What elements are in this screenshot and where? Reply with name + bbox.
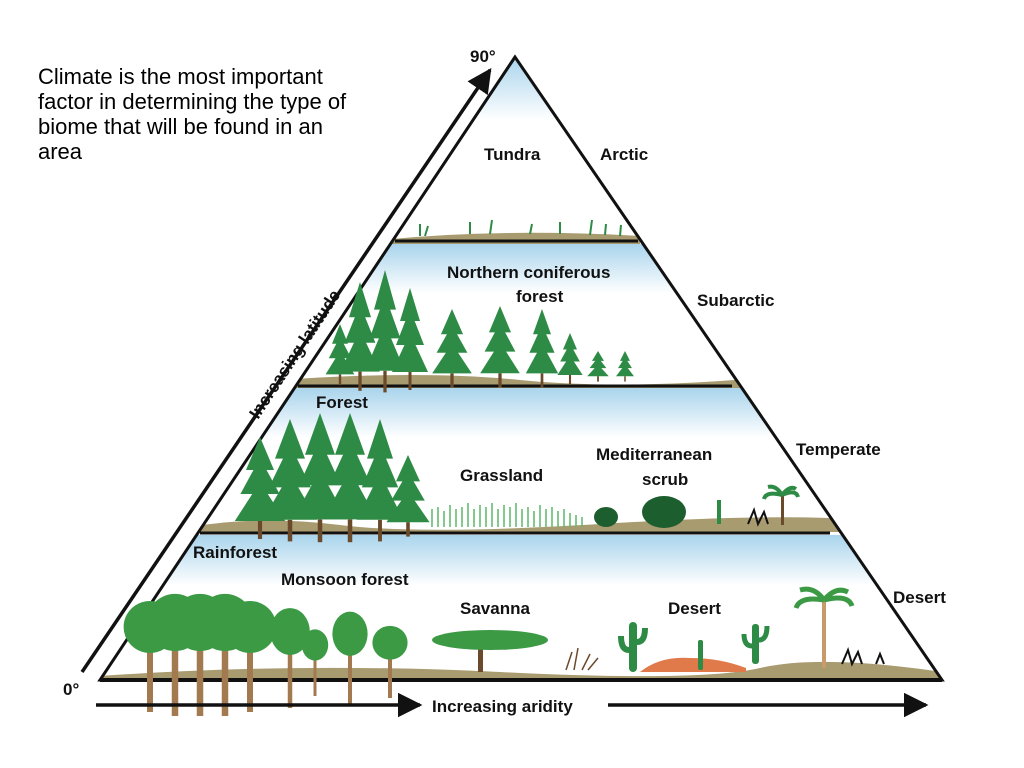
biome-rainforest: Rainforest	[193, 543, 277, 562]
desert-plants	[618, 586, 885, 672]
label-0-degrees: 0°	[63, 680, 79, 699]
zone-desert: Desert	[893, 588, 946, 607]
biome-mediterranean-1: Mediterranean	[596, 445, 712, 464]
biome-coniferous-2: forest	[516, 287, 564, 306]
temperate-band	[100, 388, 942, 530]
biome-coniferous-1: Northern coniferous	[447, 263, 610, 282]
temperate-ground	[190, 517, 860, 532]
biome-mediterranean-2: scrub	[642, 470, 688, 489]
zone-subarctic: Subarctic	[697, 291, 774, 310]
biome-savanna: Savanna	[460, 599, 530, 618]
latitude-arrow	[80, 67, 492, 673]
mediterranean-scrub	[594, 484, 800, 528]
savanna-tree	[432, 630, 599, 672]
caption-text: Climate is the most important factor in …	[38, 64, 347, 164]
biome-grassland: Grassland	[460, 466, 543, 485]
tundra-plants	[419, 219, 622, 237]
grassland-grass	[431, 503, 583, 527]
biome-forest: Forest	[316, 393, 368, 412]
label-90-degrees: 90°	[470, 47, 496, 66]
biome-monsoon-forest: Monsoon forest	[281, 570, 409, 589]
biome-tundra: Tundra	[484, 145, 541, 164]
zone-arctic: Arctic	[600, 145, 648, 164]
biome-desert: Desert	[668, 599, 721, 618]
zone-temperate: Temperate	[796, 440, 881, 459]
label-increasing-aridity: Increasing aridity	[432, 697, 573, 716]
